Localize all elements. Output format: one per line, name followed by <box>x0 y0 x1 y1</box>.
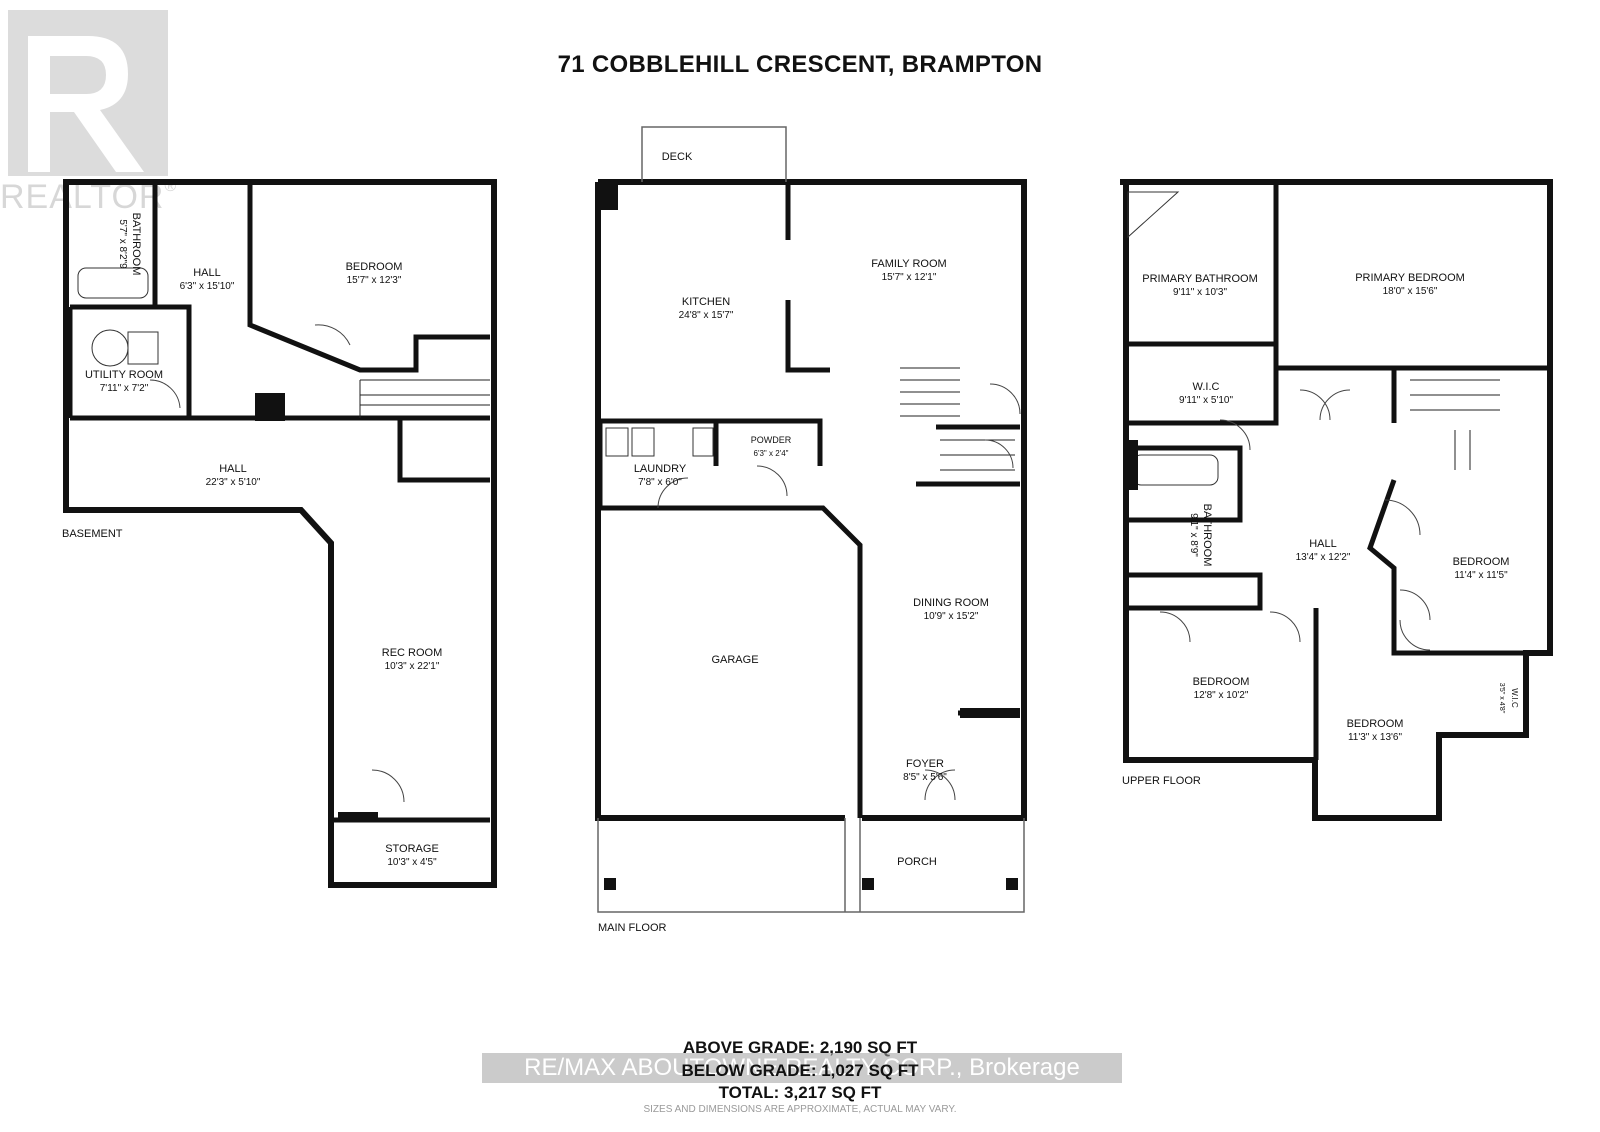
floor-name-basement: BASEMENT <box>62 528 123 540</box>
realtor-logo <box>8 10 168 176</box>
area-below-grade: BELOW GRADE: 1,027 SQ FT <box>681 1061 919 1080</box>
main-outline <box>595 179 1027 821</box>
floor-name-main: MAIN FLOOR <box>598 922 667 934</box>
brokerage-watermark: RE/MAX ABOUTOWNE REALTY CORP., Brokerage <box>482 1053 1122 1083</box>
area-total: TOTAL: 3,217 SQ FT <box>718 1083 882 1102</box>
basement-outline <box>63 179 497 888</box>
basement-walls <box>67 182 490 823</box>
floor-name-upper: UPPER FLOOR <box>1122 775 1201 787</box>
room-label: PORCH <box>897 856 937 868</box>
upper-walls <box>1123 182 1550 763</box>
room-label: DECK <box>661 151 693 163</box>
room-label: GARAGE <box>711 654 759 666</box>
plan-title: 71 COBBLEHILL CRESCENT, BRAMPTON <box>557 51 1043 78</box>
area-above-grade: ABOVE GRADE: 2,190 SQ FT <box>682 1038 918 1057</box>
disclaimer-note: SIZES AND DIMENSIONS ARE APPROXIMATE, AC… <box>643 1104 957 1115</box>
